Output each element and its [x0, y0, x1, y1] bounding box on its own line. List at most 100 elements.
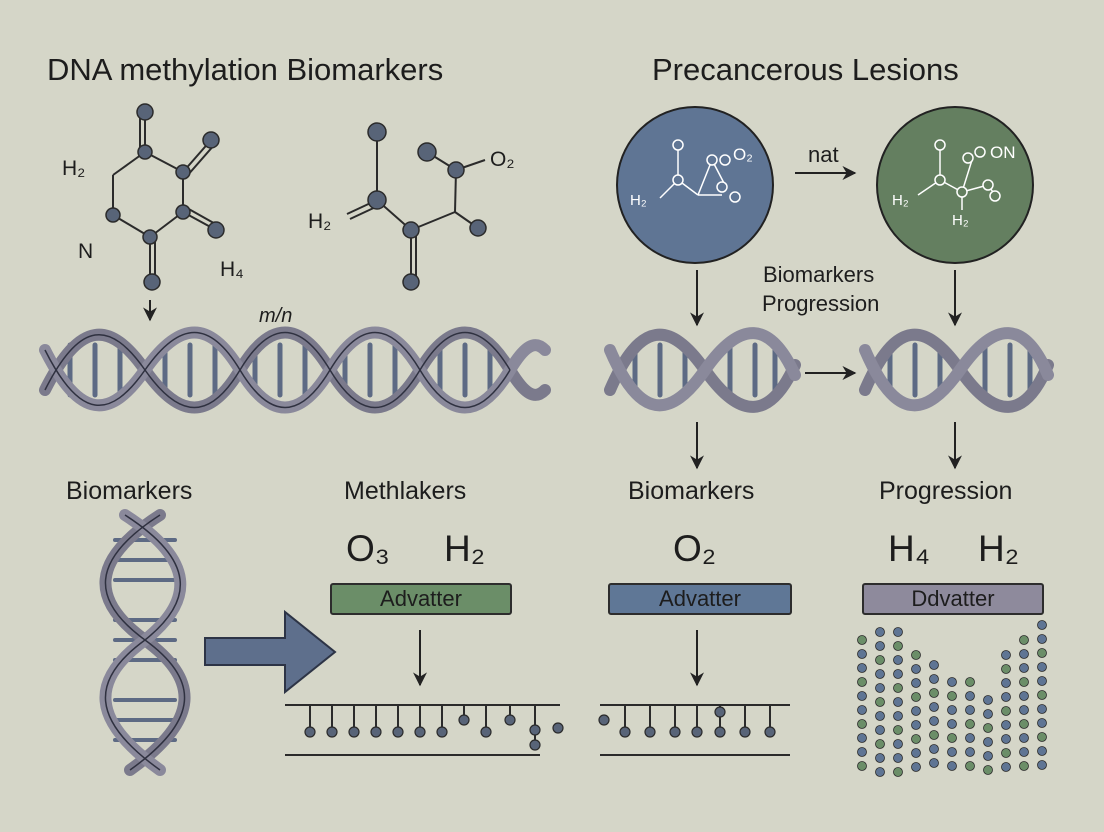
matrix-dot	[893, 669, 903, 679]
matrix-dot	[857, 733, 867, 743]
matrix-dot	[1001, 650, 1011, 660]
formula-h4: H₄	[888, 528, 930, 569]
matrix-dot	[911, 762, 921, 772]
matrix-dot	[911, 748, 921, 758]
matrix-dot	[911, 664, 921, 674]
circle-molecule-blue-structure	[659, 145, 726, 199]
matrix-dot	[875, 753, 885, 763]
matrix-dot	[929, 674, 939, 684]
left-bottom-label-methlakers: Methlakers	[344, 477, 467, 505]
matrix-dot	[947, 761, 957, 771]
circle2-h2-label-a: H₂	[892, 192, 909, 209]
right-bottom-label-biomarkers: Biomarkers	[628, 477, 755, 505]
matrix-dot	[875, 711, 885, 721]
matrix-dot	[929, 660, 939, 670]
matrix-dot	[1019, 747, 1029, 757]
matrix-dot	[947, 747, 957, 757]
matrix-dot	[929, 716, 939, 726]
matrix-dot	[1001, 706, 1011, 716]
matrix-dot	[1037, 648, 1047, 658]
circle1-h2-label: H₂	[630, 192, 647, 209]
left-bottom-label-biomarkers: Biomarkers	[66, 477, 193, 505]
matrix-dot	[875, 669, 885, 679]
matrix-dot	[965, 705, 975, 715]
circle2-h2-label-b: H₂	[952, 212, 969, 229]
matrix-dot	[875, 641, 885, 651]
matrix-dot	[1037, 760, 1047, 770]
formula-o3: O₃	[346, 528, 390, 569]
matrix-dot	[983, 723, 993, 733]
matrix-dot	[965, 677, 975, 687]
matrix-dot	[875, 627, 885, 637]
circle-molecule-green	[876, 106, 1034, 264]
matrix-dot	[875, 767, 885, 777]
matrix-dot	[1019, 677, 1029, 687]
matrix-dot	[983, 709, 993, 719]
matrix-dot	[875, 683, 885, 693]
arrow-label-nat: nat	[808, 142, 839, 167]
matrix-dot	[1037, 620, 1047, 630]
matrix-dot	[947, 719, 957, 729]
center-label-progression: Progression	[762, 291, 880, 316]
dna-helix-right-2	[859, 327, 1054, 413]
matrix-dot	[911, 650, 921, 660]
matrix-dot	[893, 739, 903, 749]
molecule-atoms-1	[105, 103, 225, 291]
marker-pin-dots-1	[304, 714, 564, 751]
matrix-dot	[857, 705, 867, 715]
left-title: DNA methylation Biomarkers	[47, 52, 444, 87]
matrix-dot	[1001, 734, 1011, 744]
center-label-biomarkers: Biomarkers	[763, 262, 875, 287]
matrix-dot	[947, 691, 957, 701]
matrix-dot	[893, 641, 903, 651]
circle-molecule-blue	[616, 106, 774, 264]
matrix-dot	[1001, 692, 1011, 702]
matrix-dot	[911, 692, 921, 702]
matrix-dot	[983, 737, 993, 747]
matrix-dot	[983, 751, 993, 761]
helix-label: m/n	[259, 305, 293, 327]
matrix-dot	[893, 753, 903, 763]
methylation-dot-matrix	[857, 620, 1047, 777]
mol1-h2-label: H₂	[62, 157, 86, 180]
dna-helix-horizontal	[39, 326, 551, 414]
molecule-atoms-2	[367, 122, 487, 291]
matrix-dot	[875, 697, 885, 707]
matrix-dot	[1019, 761, 1029, 771]
matrix-dot	[911, 720, 921, 730]
matrix-dot	[929, 758, 939, 768]
mol1-n-label: N	[78, 240, 94, 263]
right-title: Precancerous Lesions	[652, 52, 959, 87]
matrix-dot	[1037, 690, 1047, 700]
formula-h2-right: H₂	[978, 528, 1020, 569]
matrix-dot	[947, 705, 957, 715]
matrix-dot	[1001, 748, 1011, 758]
matrix-dot	[911, 734, 921, 744]
matrix-dot	[1019, 705, 1029, 715]
matrix-dot	[875, 725, 885, 735]
matrix-dot	[911, 706, 921, 716]
matrix-dot	[875, 739, 885, 749]
matrix-dot	[893, 683, 903, 693]
matrix-dot	[1001, 664, 1011, 674]
advatter-box-green: Advatter	[330, 583, 512, 615]
block-arrow-right	[204, 609, 337, 695]
matrix-dot	[1037, 746, 1047, 756]
matrix-dot	[1019, 663, 1029, 673]
matrix-dot	[893, 725, 903, 735]
formula-o2: O₂	[673, 528, 717, 569]
matrix-dot	[965, 691, 975, 701]
matrix-dot	[893, 697, 903, 707]
matrix-dot	[1001, 762, 1011, 772]
matrix-dot	[911, 678, 921, 688]
matrix-dot	[1001, 720, 1011, 730]
circle2-on-label: ON	[990, 143, 1016, 162]
matrix-dot	[1019, 649, 1029, 659]
matrix-dot	[1037, 676, 1047, 686]
matrix-dot	[857, 663, 867, 673]
matrix-dot	[929, 702, 939, 712]
dna-helix-right-1	[604, 327, 801, 413]
dna-helix-vertical	[99, 509, 191, 776]
